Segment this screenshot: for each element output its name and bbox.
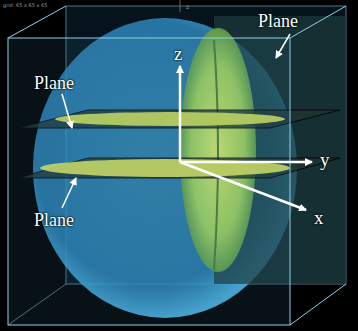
axis-label: x	[314, 208, 324, 227]
axis-label: y	[320, 150, 330, 169]
leader-arrow	[62, 178, 76, 208]
leader-arrow	[276, 34, 290, 58]
plane-label: Plane	[258, 12, 298, 30]
z-axis	[179, 66, 182, 162]
plane-label: Plane	[34, 74, 74, 92]
axis-label: z	[174, 44, 182, 63]
plane-label: Plane	[34, 211, 74, 229]
x-axis	[180, 162, 306, 210]
axis-tick-label: z	[186, 4, 189, 10]
y-axis	[180, 161, 312, 164]
grid-note: grid: 65 x 65 x 65	[3, 3, 47, 8]
leader-arrow	[62, 94, 72, 128]
